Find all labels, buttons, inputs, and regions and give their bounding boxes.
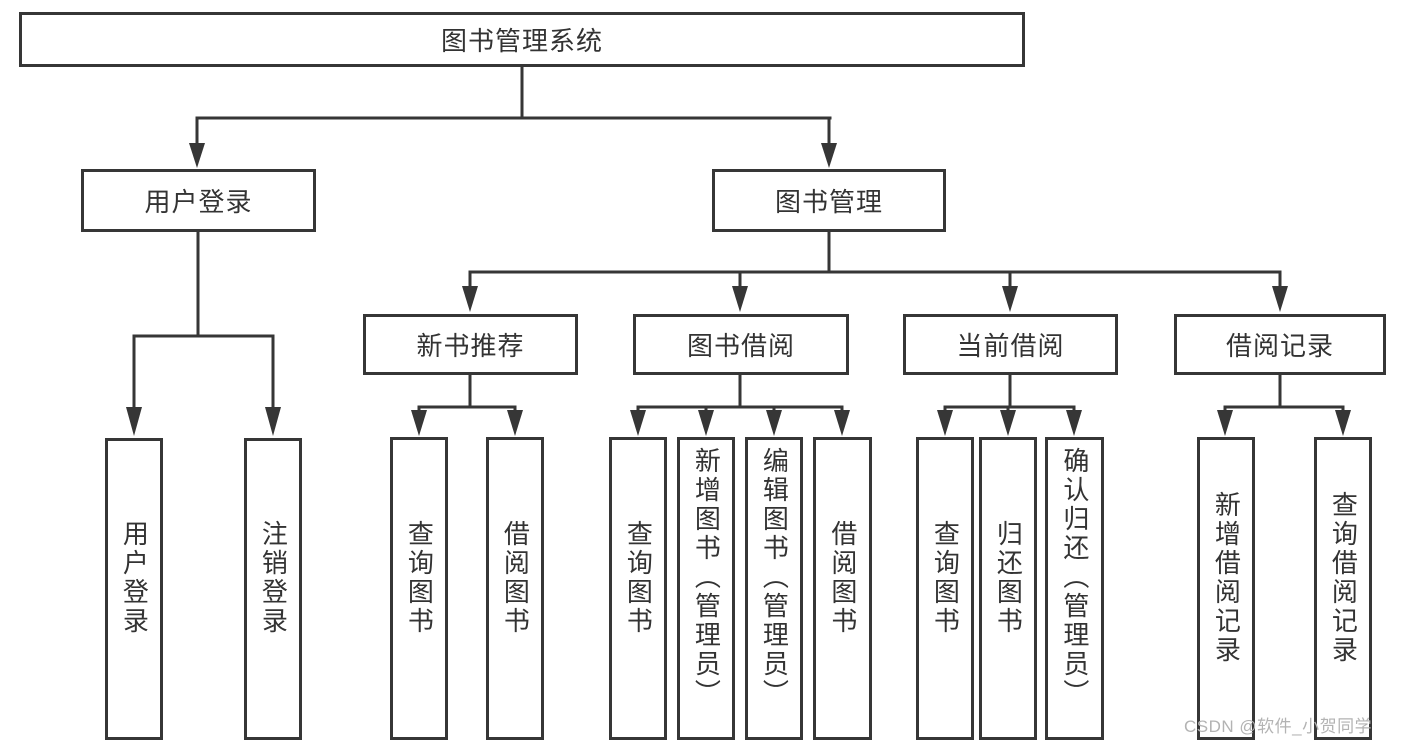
node-label: 查询图书 (404, 519, 435, 636)
node-label: 图书管理 (774, 187, 883, 217)
node-label: 归还图书 (993, 519, 1024, 636)
node-borrow-books-rec: 借阅图书 (486, 437, 544, 740)
node-borrowing-records: 借阅记录 (1174, 314, 1386, 375)
node-label: 借阅记录 (1225, 331, 1334, 361)
node-search-books-rec: 查询图书 (390, 437, 448, 740)
node-label: 借阅图书 (500, 519, 531, 636)
node-label: 查询借阅记录 (1328, 490, 1359, 665)
node-add-borrow-record: 新增借阅记录 (1197, 437, 1255, 740)
node-label: 新增图书（管理员） (691, 447, 722, 708)
node-borrow-books-borrowing: 借阅图书 (813, 437, 872, 740)
node-logout-leaf: 注销登录 (244, 438, 302, 740)
node-search-borrow-record: 查询借阅记录 (1314, 437, 1372, 740)
node-search-books-current: 查询图书 (916, 437, 974, 740)
node-label: 编辑图书（管理员） (759, 447, 790, 708)
node-book-borrowing: 图书借阅 (633, 314, 849, 375)
node-user-login-leaf: 用户登录 (105, 438, 163, 740)
node-label: 图书管理系统 (440, 26, 603, 56)
node-label: 确认归还（管理员） (1059, 447, 1090, 708)
node-new-book-recommendation: 新书推荐 (363, 314, 578, 375)
node-label: 借阅图书 (827, 519, 858, 636)
node-confirm-return-admin: 确认归还（管理员） (1045, 437, 1104, 740)
node-label: 当前借阅 (956, 331, 1065, 361)
node-edit-books-admin: 编辑图书（管理员） (745, 437, 803, 740)
node-add-books-admin: 新增图书（管理员） (677, 437, 735, 740)
node-label: 新增借阅记录 (1211, 490, 1242, 665)
node-current-borrowing: 当前借阅 (903, 314, 1118, 375)
node-label: 新书推荐 (416, 331, 525, 361)
node-label: 注销登录 (258, 520, 289, 636)
node-search-books-borrowing: 查询图书 (609, 437, 667, 740)
node-user-login: 用户登录 (81, 169, 316, 232)
csdn-watermark: CSDN @软件_小贺同学 (1184, 717, 1373, 736)
node-library-management-system: 图书管理系统 (19, 12, 1025, 67)
node-label: 用户登录 (144, 187, 253, 217)
node-label: 用户登录 (119, 520, 150, 636)
node-return-books: 归还图书 (979, 437, 1037, 740)
node-label: 查询图书 (623, 519, 654, 636)
node-label: 查询图书 (930, 519, 961, 636)
node-book-management: 图书管理 (712, 169, 946, 232)
node-label: 图书借阅 (686, 331, 795, 361)
